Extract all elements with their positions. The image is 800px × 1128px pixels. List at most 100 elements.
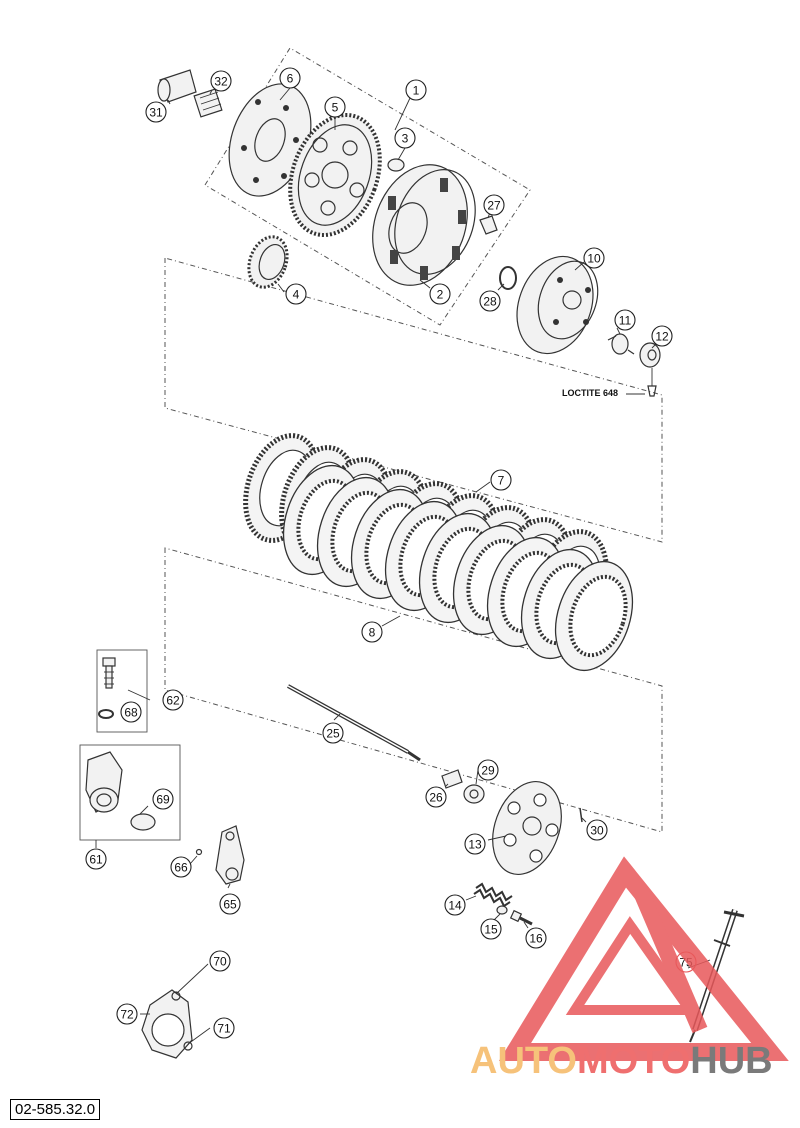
callout-number: 25 [326,727,340,741]
callout-11: 11 [614,309,636,331]
loctite-drop-icon [647,385,657,397]
callout-number: 16 [529,932,543,946]
part-72-cover [141,989,193,1059]
callout-number: 71 [217,1022,231,1036]
part-14-spring [473,882,513,908]
callout-number: 7 [498,474,505,488]
part-8-steel-disc-stack [282,464,634,672]
callout-number: 5 [332,101,339,115]
part-68-o-ring [98,709,114,719]
callout-30: 30 [586,819,608,841]
callout-31: 31 [145,101,167,123]
group-box-friction-discs [164,257,663,543]
callout-29: 29 [477,759,499,781]
callout-number: 72 [120,1008,134,1022]
callout-number: 30 [590,824,604,838]
callout-number: 66 [174,861,188,875]
callout-number: 32 [214,75,228,89]
callout-61: 61 [85,848,107,870]
part-31-bushing [157,69,197,103]
callout-number: 62 [166,694,180,708]
callout-number: 69 [156,793,170,807]
part-28-washer [499,266,517,290]
callout-number: 26 [429,791,443,805]
loctite-label: LOCTITE 648 [562,388,618,398]
callout-71: 71 [213,1017,235,1039]
part-6-plate [228,83,312,197]
callout-number: 27 [487,199,501,213]
callout-32: 32 [210,70,232,92]
callout-number: 15 [484,923,498,937]
callout-28: 28 [479,290,501,312]
group-box-clutch-basket [204,47,531,326]
part-27-pin [479,215,498,235]
callout-1: 1 [405,79,427,101]
callout-number: 61 [89,853,103,867]
callout-70: 70 [209,950,231,972]
callout-number: 31 [149,106,163,120]
part-13-pressure-plate [492,780,562,876]
part-66-ball [195,848,203,856]
callout-number: 29 [481,764,495,778]
callout-69: 69 [152,788,174,810]
part-10-inner-hub [516,255,599,355]
part-16-bolt [509,909,533,926]
part-5-primary-gear [288,112,382,238]
callout-number: 11 [619,314,632,328]
callout-4: 4 [285,283,307,305]
group-box-61 [79,744,181,841]
callout-15: 15 [480,918,502,940]
diagram-reference-code: 02-585.32.0 [10,1099,101,1120]
part-3-bushing [387,158,405,172]
callout-7: 7 [490,469,512,491]
part-2-clutch-basket [372,164,476,286]
callout-6: 6 [279,67,301,89]
callout-number: 13 [468,838,482,852]
callout-number: 3 [402,132,409,146]
part-29-bearing [463,784,485,804]
callout-number: 10 [587,252,601,266]
callout-number: 65 [223,898,237,912]
part-61-slave-housing [85,751,123,813]
callout-5: 5 [324,96,346,118]
part-30-shim [579,807,583,823]
callout-25: 25 [322,722,344,744]
part-15-washer [496,905,508,915]
callout-number: 2 [437,288,444,302]
part-25-push-rod [287,684,421,762]
callout-number: 70 [213,955,227,969]
watermark-part-1: AUTO [470,1040,577,1082]
watermark-part-2: MOTO [576,1040,691,1082]
callout-number: 4 [293,288,300,302]
callout-2: 2 [429,283,451,305]
part-4-gear [247,235,289,289]
part-65-lever [215,825,245,885]
callout-12: 12 [651,325,673,347]
callout-number: 1 [413,84,420,98]
part-62-screw [102,657,116,689]
callout-8: 8 [361,621,383,643]
callout-10: 10 [583,247,605,269]
leader-lines [95,87,711,1045]
callout-62: 62 [162,689,184,711]
watermark-part-3: HUB [690,1040,773,1082]
callout-16: 16 [525,927,547,949]
group-box-62 [96,649,148,733]
callout-number: 6 [287,72,294,86]
callout-3: 3 [394,127,416,149]
part-69-seal [130,813,156,831]
callout-number: 8 [369,626,376,640]
callout-group: 1234567810111213141516252627282930313261… [85,67,697,1039]
automotohub-logo-icon [498,856,789,1061]
callout-72: 72 [116,1003,138,1025]
callout-number: 12 [655,330,669,344]
callout-14: 14 [444,894,466,916]
callout-68: 68 [120,701,142,723]
callout-13: 13 [464,833,486,855]
callout-66: 66 [170,856,192,878]
callout-number: 14 [448,899,462,913]
callout-65: 65 [219,893,241,915]
callout-26: 26 [425,786,447,808]
part-12-nut [639,342,661,368]
